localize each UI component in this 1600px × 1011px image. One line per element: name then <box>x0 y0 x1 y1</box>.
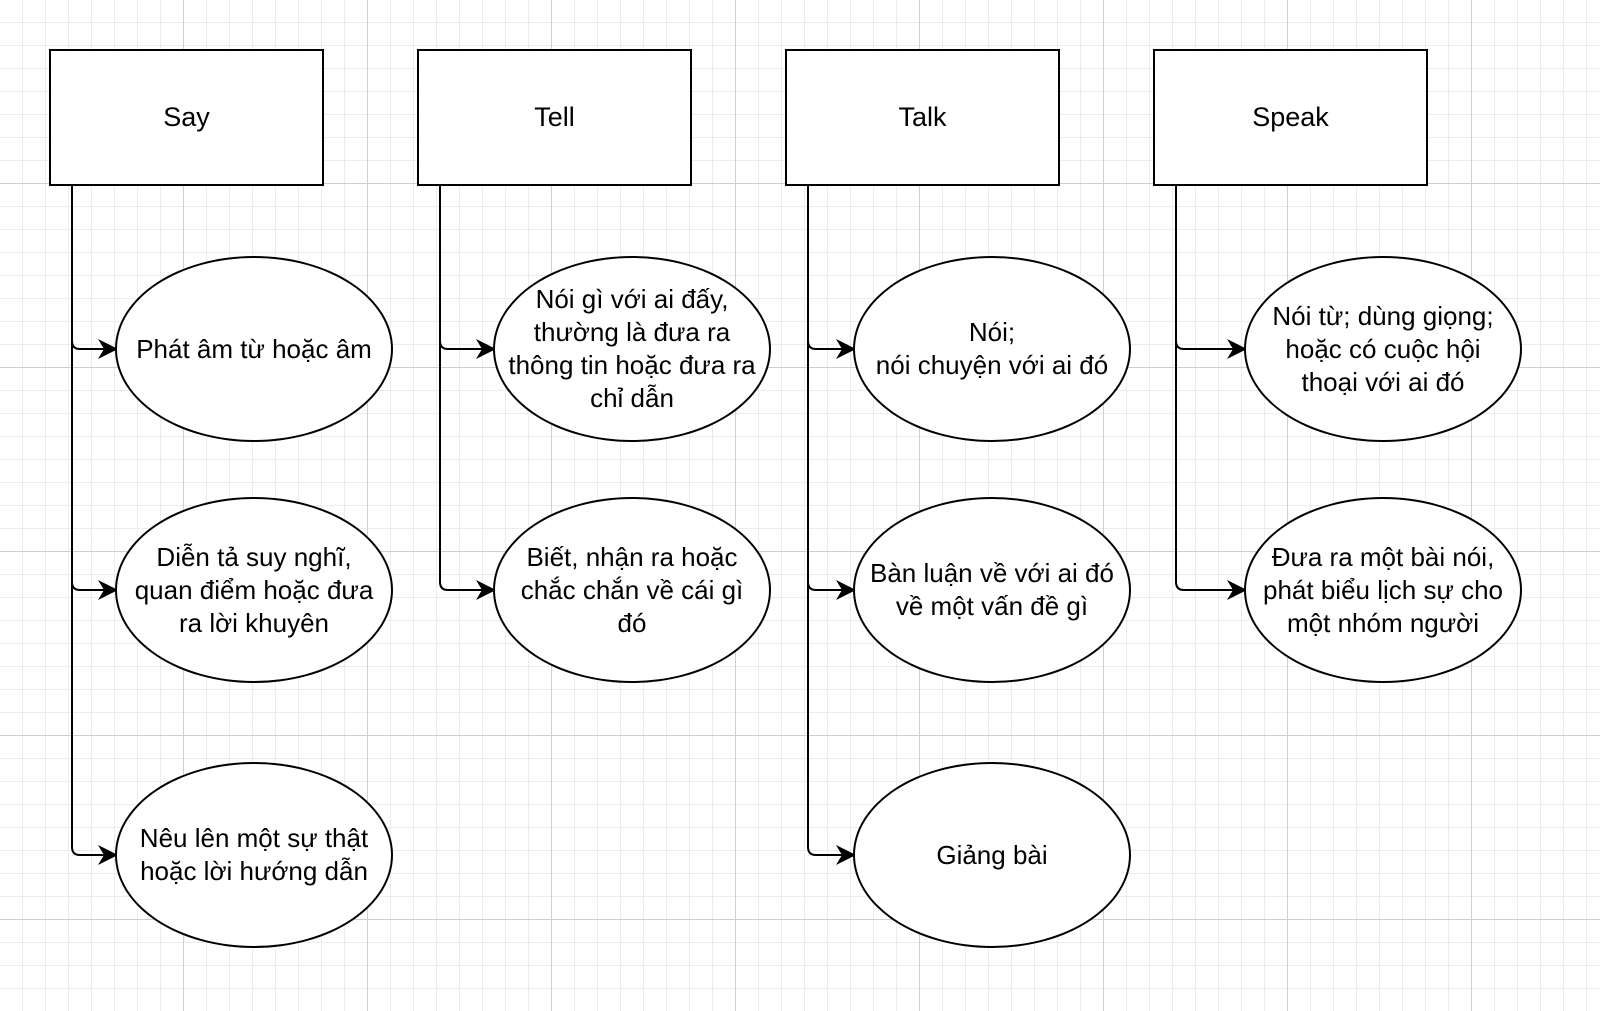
connector-arrow <box>807 186 856 600</box>
meaning-text: Nêu lên một sự thật hoặc lời hướng dẫn <box>139 823 369 886</box>
meaning-text: Nói; nói chuyện với ai đó <box>875 317 1109 380</box>
meaning-ellipse[interactable]: Nói gì với ai đấy, thường là đưa ra thôn… <box>493 256 771 442</box>
meaning-text: Diễn tả suy nghĩ, quan điểm hoặc đưa ra … <box>134 541 374 638</box>
category-box-speak[interactable]: Speak <box>1153 49 1428 186</box>
category-label: Tell <box>534 102 575 132</box>
meaning-text: Biết, nhận ra hoặc chắc chắn về cái gì đ… <box>520 541 744 638</box>
meaning-text: Nói từ; dùng giọng; hoặc có cuộc hội tho… <box>1272 300 1494 397</box>
meaning-ellipse[interactable]: Biết, nhận ra hoặc chắc chắn về cái gì đ… <box>493 497 771 683</box>
connector-arrow <box>71 186 118 359</box>
meaning-text: Nói gì với ai đấy, thường là đưa ra thôn… <box>508 284 756 413</box>
category-label: Speak <box>1252 102 1329 132</box>
connector-arrow <box>439 186 496 359</box>
meaning-text: Phát âm từ hoặc âm <box>136 333 372 364</box>
connector-arrow <box>71 186 118 865</box>
meaning-text: Giảng bài <box>936 839 1048 870</box>
meaning-ellipse[interactable]: Phát âm từ hoặc âm <box>115 256 393 442</box>
meaning-text: Bàn luận về với ai đó về một vấn đề gì <box>870 558 1114 621</box>
meaning-ellipse[interactable]: Diễn tả suy nghĩ, quan điểm hoặc đưa ra … <box>115 497 393 683</box>
meaning-ellipse[interactable]: Nói; nói chuyện với ai đó <box>853 256 1131 442</box>
connector-arrow <box>807 186 856 359</box>
meaning-ellipse[interactable]: Giảng bài <box>853 762 1131 948</box>
category-box-say[interactable]: Say <box>49 49 324 186</box>
connector-arrow <box>439 186 496 600</box>
category-label: Talk <box>898 102 947 132</box>
meaning-ellipse[interactable]: Đưa ra một bài nói, phát biểu lịch sự ch… <box>1244 497 1522 683</box>
meaning-ellipse[interactable]: Nêu lên một sự thật hoặc lời hướng dẫn <box>115 762 393 948</box>
category-box-talk[interactable]: Talk <box>785 49 1060 186</box>
connector-arrow <box>71 186 118 600</box>
meaning-text: Đưa ra một bài nói, phát biểu lịch sự ch… <box>1263 541 1503 638</box>
category-label: Say <box>163 102 210 132</box>
connector-arrow <box>1175 186 1247 600</box>
meaning-ellipse[interactable]: Bàn luận về với ai đó về một vấn đề gì <box>853 497 1131 683</box>
meaning-ellipse[interactable]: Nói từ; dùng giọng; hoặc có cuộc hội tho… <box>1244 256 1522 442</box>
category-box-tell[interactable]: Tell <box>417 49 692 186</box>
connector-arrow <box>1175 186 1247 359</box>
connector-arrow <box>807 186 856 865</box>
